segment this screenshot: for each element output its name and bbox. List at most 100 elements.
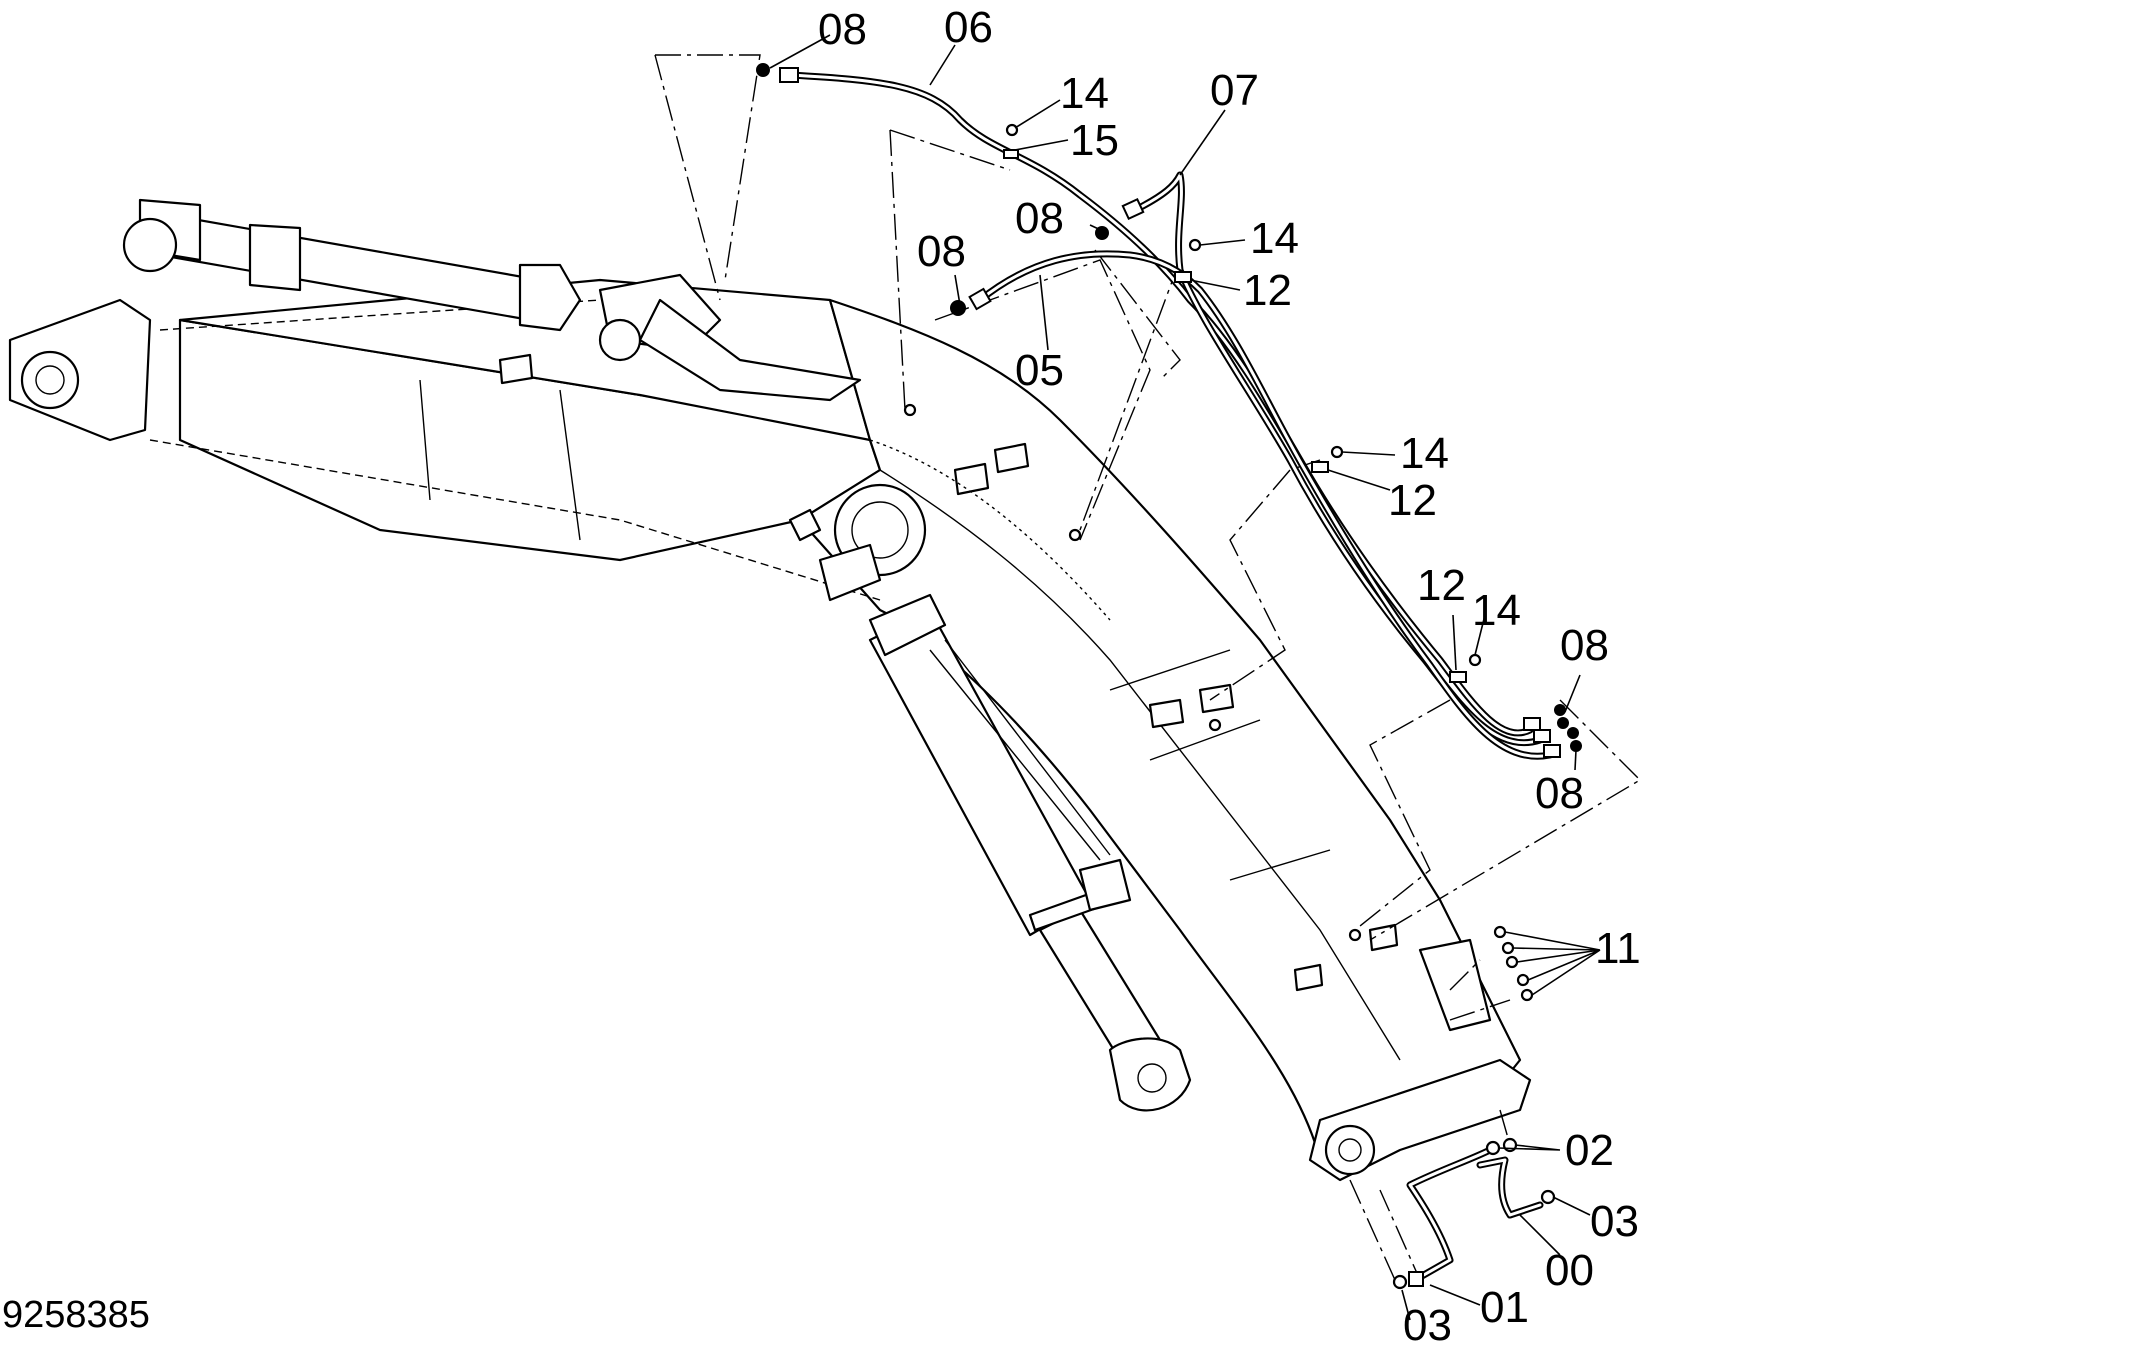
assembly-line [1354, 699, 1451, 931]
assembly-dash-lines [654, 54, 1642, 1281]
clamp-15 [1003, 149, 1019, 159]
callout-08: 08 [917, 227, 966, 276]
assembly-line [1499, 1109, 1511, 1146]
bolt-11 [1505, 955, 1519, 969]
clamp-block [1198, 683, 1235, 714]
callout-05: 05 [1015, 346, 1064, 395]
assembly-line [654, 54, 761, 301]
hose-end-fitting [1543, 744, 1561, 758]
assembly-line [1209, 469, 1291, 701]
hose-end-fitting [1121, 197, 1145, 221]
arm-cylinder-head [868, 593, 947, 657]
plug-03 [1540, 1189, 1556, 1205]
boom-panel-line [419, 379, 581, 541]
bolt-14 [1468, 653, 1482, 667]
assembly-line [889, 129, 1011, 411]
boom-foot-pin [20, 350, 80, 410]
leader [1564, 674, 1581, 713]
clamp-12 [1311, 461, 1329, 473]
leader [1199, 239, 1246, 246]
bolt-14 [1005, 123, 1019, 137]
clamp-12 [1449, 671, 1467, 683]
arm-cylinder-base-boss-ring [851, 501, 909, 559]
plug-03 [1392, 1274, 1408, 1290]
assembly-line [1079, 249, 1181, 531]
arm-cylinder-rod-eye-bore [1137, 1063, 1167, 1093]
callout-00: 00 [1545, 1246, 1594, 1295]
leader [1452, 614, 1457, 671]
callout-15: 15 [1070, 116, 1119, 165]
callout-14: 14 [1060, 69, 1109, 118]
callout-08: 08 [1015, 194, 1064, 243]
callout-14: 14 [1250, 214, 1299, 263]
bolt-11 [1520, 988, 1534, 1002]
plug-08 [756, 63, 770, 77]
boom-cylinder-mount-pin [598, 318, 642, 362]
plug-08 [1570, 740, 1582, 752]
clamp-block [993, 442, 1030, 474]
hidden-line [869, 439, 1111, 621]
clamp-block [498, 353, 534, 385]
bolt-11 [1493, 925, 1507, 939]
boom-tip-pin [1324, 1124, 1376, 1176]
hose-end-fitting [1533, 729, 1551, 743]
assembly-line [1449, 959, 1511, 1021]
callout-08: 08 [1560, 621, 1609, 670]
clamp-block [1293, 963, 1324, 992]
arm-cylinder-valve-block [1078, 858, 1132, 912]
leader [954, 274, 961, 306]
boom-cylinder-head [248, 223, 302, 292]
leader [1327, 469, 1391, 491]
leader [1497, 1144, 1561, 1151]
callout-03: 03 [1590, 1197, 1639, 1246]
callout-02: 02 [1565, 1126, 1614, 1175]
plug-08 [1567, 727, 1579, 739]
adapter-02 [1485, 1140, 1501, 1156]
hose-end-fitting [1408, 1271, 1424, 1287]
leader [1341, 451, 1396, 456]
callout-14: 14 [1400, 429, 1449, 478]
leader [1474, 614, 1486, 656]
leader [929, 44, 956, 86]
boom-cylinder-eye [122, 217, 178, 273]
mount-hole [1348, 928, 1362, 942]
leader [1504, 931, 1601, 996]
leader [1014, 139, 1069, 151]
boom-tip-pin-bore [1338, 1138, 1362, 1162]
leader [1401, 1289, 1411, 1321]
bolt-11 [1516, 973, 1530, 987]
boom-web-edge [879, 469, 1401, 1061]
callout-01: 01 [1480, 1283, 1529, 1332]
boom-cylinder [122, 198, 862, 402]
clamp-block [1148, 698, 1185, 729]
hose-05-core [978, 252, 1552, 758]
leader [1179, 109, 1226, 176]
callout-12: 12 [1388, 476, 1437, 525]
callout-14: 14 [1472, 586, 1521, 635]
hose-end-fitting [1523, 717, 1541, 731]
clamp-block [953, 462, 990, 496]
arm-cylinder-base-pin [818, 543, 882, 602]
arm-cylinder [818, 483, 1192, 1112]
clamp-block [1368, 923, 1399, 952]
mount-hole [903, 403, 917, 417]
callout-labels: 08 06 14 15 07 08 08 14 12 05 14 12 12 1… [818, 3, 1641, 1345]
leader [1574, 749, 1577, 771]
plug-08 [1557, 717, 1569, 729]
hoses [786, 71, 1554, 1284]
leader [1089, 224, 1106, 233]
clamp-bracket [788, 508, 822, 542]
callout-12: 12 [1417, 561, 1466, 610]
boom-foot-pin-bore [35, 365, 65, 395]
hose-end-fitting [968, 287, 992, 311]
assembly-line [1349, 1179, 1422, 1281]
arm-cylinder-rod [1038, 908, 1162, 1062]
leader [769, 34, 831, 69]
boom-clamp-blocks [498, 353, 1399, 992]
clamp-12 [1174, 271, 1192, 283]
leader [1429, 1284, 1481, 1306]
callout-07: 07 [1210, 66, 1259, 115]
mount-hole [1068, 528, 1082, 542]
boom-top-bracket [638, 298, 862, 402]
